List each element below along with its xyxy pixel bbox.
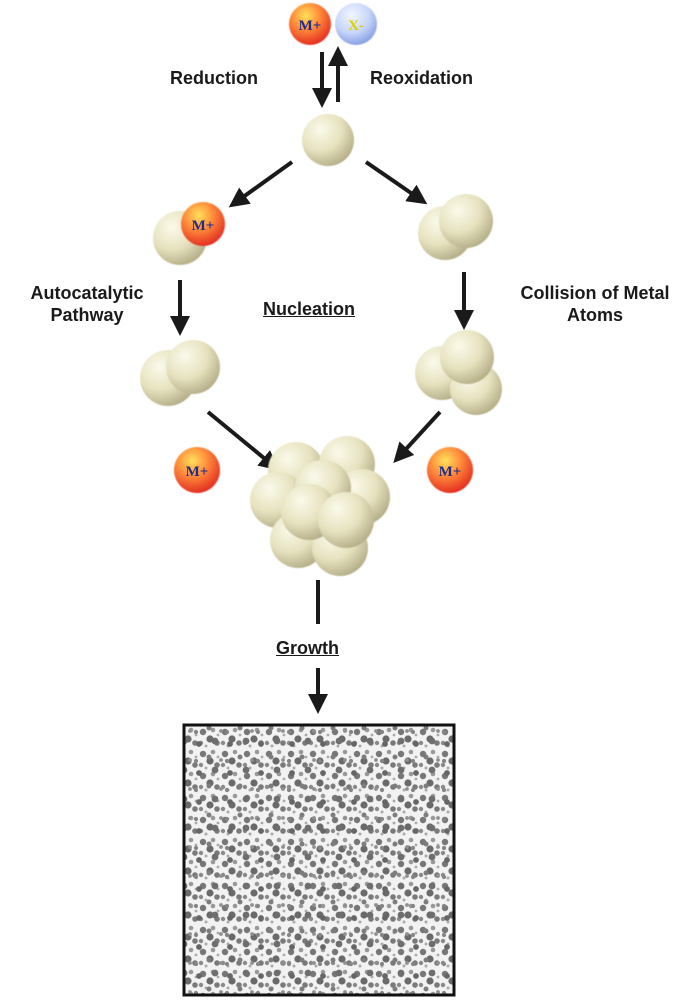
- metal-atom: [302, 114, 354, 166]
- metal-ion-side-right: M+: [427, 447, 473, 493]
- metal-ion-side-right-label: M+: [439, 464, 462, 480]
- converging-arrows: [206, 410, 442, 471]
- metal-ion-left-label: M+: [192, 218, 215, 234]
- nanoparticle-micrograph: [182, 723, 456, 997]
- reoxidation-label: Reoxidation: [370, 68, 474, 88]
- collision-line2: Atoms: [566, 304, 623, 325]
- collision-line1: Collision of Metal: [520, 283, 670, 303]
- anion-top: X-: [335, 3, 377, 45]
- autocatalytic-pathway-label: Autocatalytic Pathway: [2, 283, 172, 326]
- metal-ion-side-left-label: M+: [186, 464, 209, 480]
- dimer-left: [140, 340, 220, 406]
- equilibrium-arrows: [312, 46, 348, 108]
- metal-ion-top-label: M+: [299, 18, 322, 34]
- nucleation-label: Nucleation: [263, 299, 356, 319]
- metal-cluster: [250, 436, 390, 576]
- autocatalytic-line2: Pathway: [50, 304, 124, 325]
- two-atom-collision: [418, 194, 493, 260]
- metal-ion-side-left: M+: [174, 447, 220, 493]
- reduction-label: Reduction: [170, 68, 258, 88]
- autocatalytic-line1: Autocatalytic: [30, 283, 144, 303]
- pathway-arrows: [170, 272, 474, 336]
- branch-arrows: [228, 160, 428, 208]
- collision-of-metal-atoms-label: Collision of Metal Atoms: [498, 283, 692, 326]
- trimer-right: [415, 330, 502, 415]
- growth-label: Growth: [276, 638, 339, 658]
- metal-ion-top: M+: [289, 3, 331, 45]
- atom-with-metal-ion: M+: [153, 202, 225, 265]
- anion-top-label: X-: [348, 18, 364, 34]
